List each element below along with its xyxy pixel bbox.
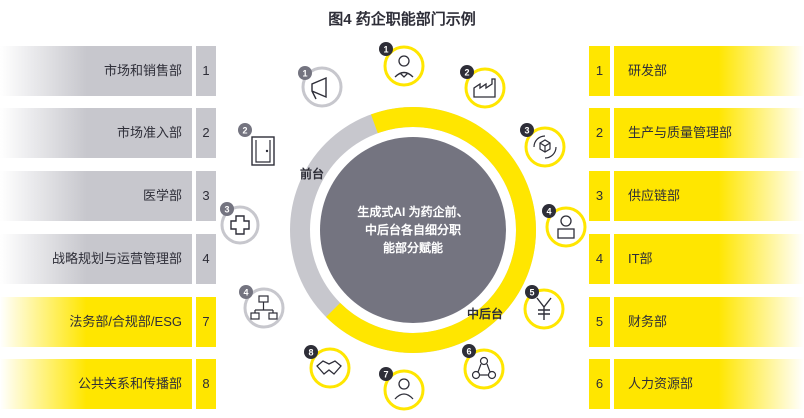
icon-badge-number: 7: [383, 370, 388, 380]
icon-badge-number: 3: [224, 205, 229, 215]
back-dept-row: 2 生产与质量管理部: [0, 108, 804, 158]
front-dept-row: 市场准入部 2: [0, 108, 216, 158]
back-dept-number: 6: [589, 359, 610, 409]
back-dept-label-box: 生产与质量管理部: [614, 108, 804, 158]
front-dept-label-box: 医学部: [0, 171, 192, 221]
figure-title: 图4 药企职能部门示例: [328, 11, 476, 28]
front-dept-label: 医学部: [142, 188, 182, 203]
back-dept-label: IT部: [628, 251, 653, 266]
icon-badge-number: 6: [466, 347, 471, 357]
back-dept-label-box: 人力资源部: [614, 359, 804, 409]
back-dept-row: 5 财务部: [0, 297, 804, 347]
back-dept-number: 3: [589, 171, 610, 221]
front-dept-label: 战略规划与运营管理部: [51, 251, 182, 266]
front-dept-label-box: 市场和销售部: [0, 46, 192, 96]
back-dept-number: 2: [589, 108, 610, 158]
front-dept-label-box: 战略规划与运营管理部: [0, 234, 192, 284]
back-dept-label-box: 供应链部: [614, 171, 804, 221]
back-dept-number: 4: [589, 234, 610, 284]
door-icon: 2: [238, 123, 275, 166]
back-dept-row: 1 研发部: [0, 46, 804, 96]
center-text-line: 生成式AI 为药企前、: [357, 204, 468, 219]
icon-badge-number: 2: [242, 126, 247, 136]
back-dept-number: 5: [589, 297, 610, 347]
front-dept-row: 市场和销售部 1: [0, 46, 216, 96]
icon-badge-number: 5: [529, 288, 534, 298]
front-dept-label: 市场和销售部: [103, 63, 182, 78]
front-dept-label-box: 法务部/合规部/ESG: [0, 297, 192, 347]
back-dept-number: 1: [589, 46, 610, 96]
back-dept-label: 生产与质量管理部: [628, 125, 733, 140]
front-dept-number: 3: [196, 171, 216, 221]
back-dept-label-box: IT部: [614, 234, 804, 284]
yen-icon: 5: [523, 285, 565, 330]
center-text-line: 中后台各自细分职: [365, 222, 461, 237]
back-dept-label: 人力资源部: [628, 376, 694, 391]
megaphone-icon: 1: [298, 66, 343, 108]
icon-badge-number: 1: [302, 69, 307, 79]
scientist-icon: 1: [379, 42, 425, 87]
back-dept-row: 4 IT部: [0, 234, 804, 284]
back-dept-row: 3 供应链部: [0, 171, 804, 221]
icon-badge-number: 8: [308, 348, 313, 358]
back-dept-label-box: 研发部: [614, 46, 804, 96]
front-dept-row: 法务部/合规部/ESG 7: [0, 297, 216, 347]
it-support-icon: 4: [542, 204, 587, 248]
back-label: 中后台: [467, 306, 503, 321]
front-dept-number: 1: [196, 46, 216, 96]
medical-cross-icon: 3: [220, 202, 260, 245]
back-dept-row: 6 人力资源部: [0, 359, 804, 409]
icon-badge-number: 1: [383, 45, 388, 55]
center-text-line: 能部分赋能: [383, 240, 443, 255]
flowchart-icon: 4: [239, 285, 285, 329]
front-dept-row: 公共关系和传播部 8: [0, 359, 216, 409]
back-dept-label: 供应链部: [628, 188, 681, 203]
back-dept-label: 财务部: [628, 314, 668, 329]
front-dept-number: 4: [196, 234, 216, 284]
front-dept-row: 战略规划与运营管理部 4: [0, 234, 216, 284]
people-network-icon: 6: [462, 344, 505, 390]
back-dept-label: 研发部: [628, 63, 668, 78]
front-dept-label: 市场准入部: [116, 125, 182, 140]
lawyer-icon: 7: [379, 367, 425, 411]
front-dept-label-box: 公共关系和传播部: [0, 359, 192, 409]
front-dept-label-box: 市场准入部: [0, 108, 192, 158]
icon-badge-number: 4: [243, 288, 248, 298]
front-dept-number: 7: [196, 297, 216, 347]
factory-icon: 2: [460, 65, 506, 109]
front-dept-number: 8: [196, 359, 216, 409]
front-dept-number: 2: [196, 108, 216, 158]
back-ring-segment: [326, 107, 536, 353]
front-dept-label: 法务部/合规部/ESG: [69, 314, 182, 329]
front-dept-row: 医学部 3: [0, 171, 216, 221]
box-cycle-icon: 3: [520, 123, 566, 168]
front-dept-label: 公共关系和传播部: [77, 376, 182, 391]
front-label: 前台: [300, 166, 324, 181]
icon-badge-number: 3: [524, 126, 529, 136]
icon-badge-number: 2: [464, 68, 469, 78]
center-disc: [320, 137, 506, 323]
icon-badge-number: 4: [546, 207, 551, 217]
back-dept-label-box: 财务部: [614, 297, 804, 347]
handshake-icon: 8: [304, 345, 351, 389]
